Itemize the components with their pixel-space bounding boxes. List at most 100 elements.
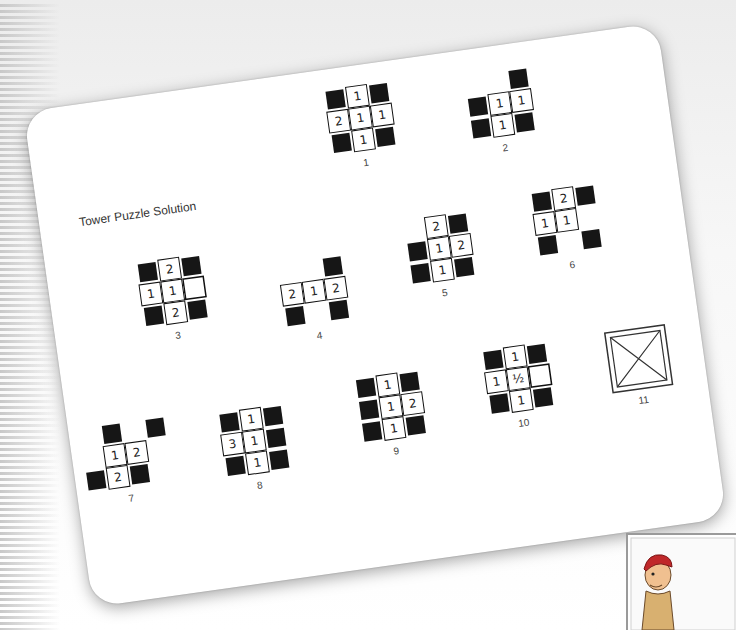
- figure-number: 2: [502, 142, 509, 154]
- black-square: [145, 417, 165, 437]
- stripe: [0, 460, 60, 463]
- cell-number: 2: [132, 446, 141, 459]
- stripe: [0, 100, 60, 103]
- black-square: [508, 69, 528, 89]
- stripe: [0, 544, 60, 547]
- cell-number: 2: [113, 471, 122, 484]
- figure-number: 5: [441, 287, 448, 299]
- stripe: [0, 370, 60, 373]
- stripe: [0, 52, 60, 55]
- stripe: [0, 526, 60, 529]
- stripe: [0, 334, 60, 337]
- stripe: [0, 328, 60, 331]
- stripe: [0, 430, 60, 433]
- stripe: [0, 466, 60, 469]
- black-square: [575, 185, 595, 205]
- number-cell: 2: [449, 233, 474, 258]
- black-square: [219, 412, 239, 432]
- cell-number: 1: [562, 214, 571, 227]
- cell-number: 1: [517, 394, 526, 407]
- number-cell: 2: [326, 109, 351, 134]
- stripe: [0, 574, 60, 577]
- stripe: [0, 340, 60, 343]
- stripe: [0, 64, 60, 67]
- stripe: [0, 10, 60, 13]
- black-square: [527, 344, 547, 364]
- stripe: [0, 418, 60, 421]
- number-cell: 1: [239, 407, 264, 432]
- black-square: [181, 256, 201, 276]
- stripe: [0, 586, 60, 589]
- black-square: [533, 387, 553, 407]
- number-cell: 1: [484, 369, 509, 394]
- stripe: [0, 508, 60, 511]
- cell-number: 1: [168, 284, 177, 297]
- black-square: [266, 428, 286, 448]
- stripe: [0, 58, 60, 61]
- black-square: [187, 299, 207, 319]
- cell-number: ½: [512, 372, 525, 386]
- cell-number: 1: [359, 133, 368, 146]
- stripe: [0, 382, 60, 385]
- number-cell: 1: [345, 84, 370, 109]
- cell-number: 2: [171, 306, 180, 319]
- stripe: [0, 424, 60, 427]
- black-square: [323, 256, 343, 276]
- cell-number: 1: [511, 350, 520, 363]
- black-square: [356, 378, 376, 398]
- stripe: [0, 520, 60, 523]
- black-square: [454, 257, 474, 277]
- black-square: [138, 262, 158, 282]
- stripe: [0, 562, 60, 565]
- number-cell: 1: [375, 372, 400, 397]
- cell-number: 2: [408, 397, 417, 410]
- black-square: [448, 213, 468, 233]
- figure-number: 9: [393, 445, 400, 457]
- black-square: [269, 450, 289, 470]
- number-cell: 1: [242, 429, 267, 454]
- number-cell: 1: [509, 388, 534, 413]
- stripe: [0, 28, 60, 31]
- stripe: [0, 88, 60, 91]
- figure-number: 11: [638, 394, 650, 406]
- stripe: [0, 448, 60, 451]
- stripe: [0, 556, 60, 559]
- stripe: [0, 34, 60, 37]
- number-cell: 1: [245, 450, 270, 475]
- cell-number: 2: [331, 282, 340, 295]
- figure-number: 7: [128, 492, 135, 504]
- number-cell: 1: [378, 394, 403, 419]
- cell-number: 2: [165, 263, 174, 276]
- stripe: [0, 94, 60, 97]
- crossed-box-inner: [610, 330, 666, 386]
- stripe: [0, 4, 60, 7]
- number-cell: 1: [351, 127, 376, 152]
- title: Tower Puzzle Solution: [78, 199, 197, 229]
- stripe: [0, 352, 60, 355]
- stripe: [0, 412, 60, 415]
- number-cell: 2: [157, 257, 182, 282]
- stripe: [0, 76, 60, 79]
- number-cell: 1: [138, 282, 163, 307]
- cartoon-crop: [626, 533, 736, 630]
- cell-number: 1: [495, 97, 504, 110]
- stripe: [0, 16, 60, 19]
- stripe: [0, 538, 60, 541]
- stripe: [0, 376, 60, 379]
- number-cell: 1: [427, 236, 452, 261]
- figure-number: 8: [256, 479, 263, 491]
- number-cell: 2: [124, 440, 149, 465]
- number-cell: 1: [430, 258, 455, 283]
- cell-number: 1: [517, 94, 526, 107]
- stripe: [0, 568, 60, 571]
- black-square: [369, 83, 389, 103]
- figure-number: 10: [517, 417, 530, 429]
- stripe: [0, 388, 60, 391]
- black-square: [406, 415, 426, 435]
- black-square: [471, 118, 491, 138]
- stripe: [0, 346, 60, 349]
- number-cell: 1: [302, 279, 327, 304]
- stripe: [0, 478, 60, 481]
- stripe: [0, 442, 60, 445]
- cell-number: 1: [309, 285, 318, 298]
